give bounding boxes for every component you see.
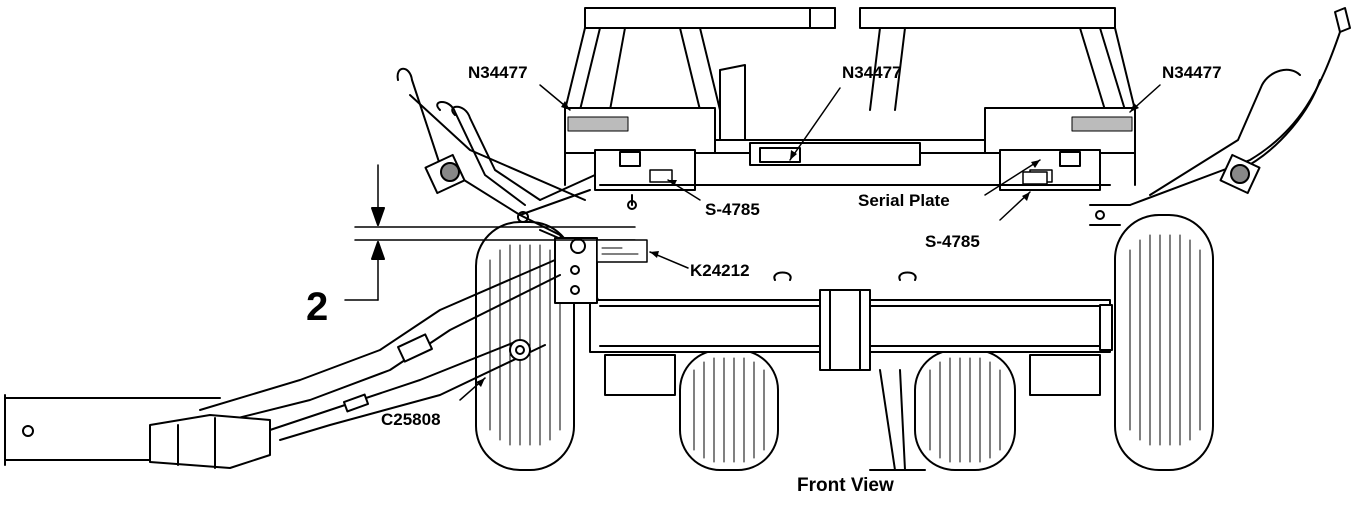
decal-label-k24212: K24212	[690, 261, 750, 280]
axle-assembly	[589, 271, 1113, 471]
decal-label-c25808: C25808	[381, 410, 441, 429]
decal-label-n34477-center: N34477	[842, 63, 902, 82]
top-frame	[564, 7, 1136, 111]
leader-arrowheads	[476, 101, 1139, 387]
decal-label-s4785-right: S-4785	[925, 232, 980, 251]
serial-plate-label: Serial Plate	[858, 191, 950, 210]
hitch-frame	[199, 214, 599, 441]
tongue	[4, 394, 271, 469]
tire-right-inner	[914, 349, 1016, 471]
tire-right-outer	[1114, 214, 1214, 471]
view-caption: Front View	[797, 475, 894, 496]
decal-label-s4785-left: S-4785	[705, 200, 760, 219]
decal-label-n34477-left: N34477	[468, 63, 528, 82]
right-arm-assembly	[1089, 7, 1351, 226]
decal-label-n34477-right: N34477	[1162, 63, 1222, 82]
tire-left-inner	[679, 349, 779, 471]
dimension-marks	[344, 164, 636, 301]
upper-crossbeam	[564, 64, 1136, 210]
dimension-callout-number: 2	[306, 285, 329, 329]
left-arm-assembly	[396, 67, 596, 223]
decal-plates	[596, 171, 1048, 263]
